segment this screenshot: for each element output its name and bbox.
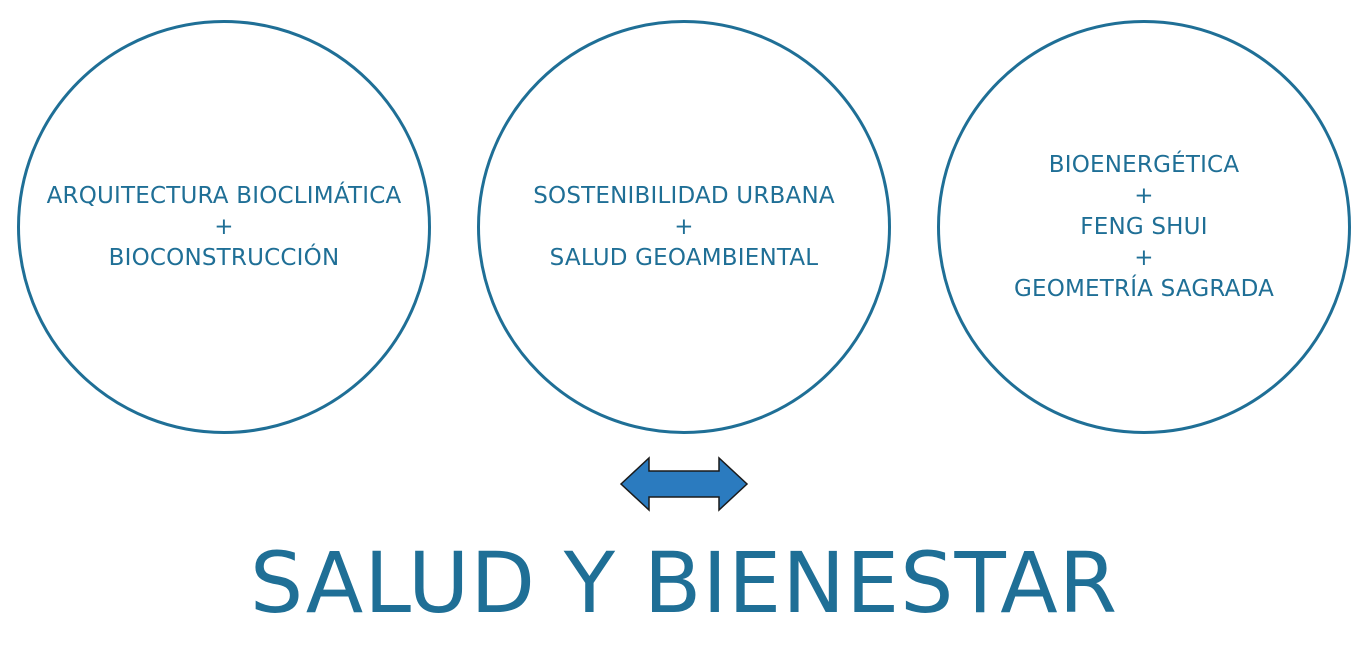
circle-arquitectura-bioconstruccion: ARQUITECTURA BIOCLIMÁTICA + BIOCONSTRUCC… [17, 20, 431, 434]
circle-2-line-1: SOSTENIBILIDAD URBANA [533, 182, 835, 209]
circle-bioenergetica-fengshui-geometria: BIOENERGÉTICA + FENG SHUI + GEOMETRÍA SA… [937, 20, 1351, 434]
circle-3-line-1: BIOENERGÉTICA [1048, 151, 1240, 178]
circle-2-plus: + [674, 213, 694, 240]
double-headed-arrow-icon [619, 456, 749, 512]
circle-sostenibilidad-salud: SOSTENIBILIDAD URBANA + SALUD GEOAMBIENT… [477, 20, 891, 434]
circle-1-line-1: ARQUITECTURA BIOCLIMÁTICA [46, 182, 402, 209]
circle-3-plus-1: + [1134, 182, 1154, 209]
main-title: SALUD Y BIENESTAR [249, 534, 1119, 632]
circle-3-line-3: FENG SHUI [1080, 213, 1208, 240]
circle-2-line-3: SALUD GEOAMBIENTAL [549, 244, 819, 271]
circle-1-plus: + [214, 213, 234, 240]
circle-3-plus-2: + [1134, 244, 1154, 271]
circle-1-line-3: BIOCONSTRUCCIÓN [108, 244, 340, 271]
circle-3-line-5: GEOMETRÍA SAGRADA [1013, 275, 1275, 302]
